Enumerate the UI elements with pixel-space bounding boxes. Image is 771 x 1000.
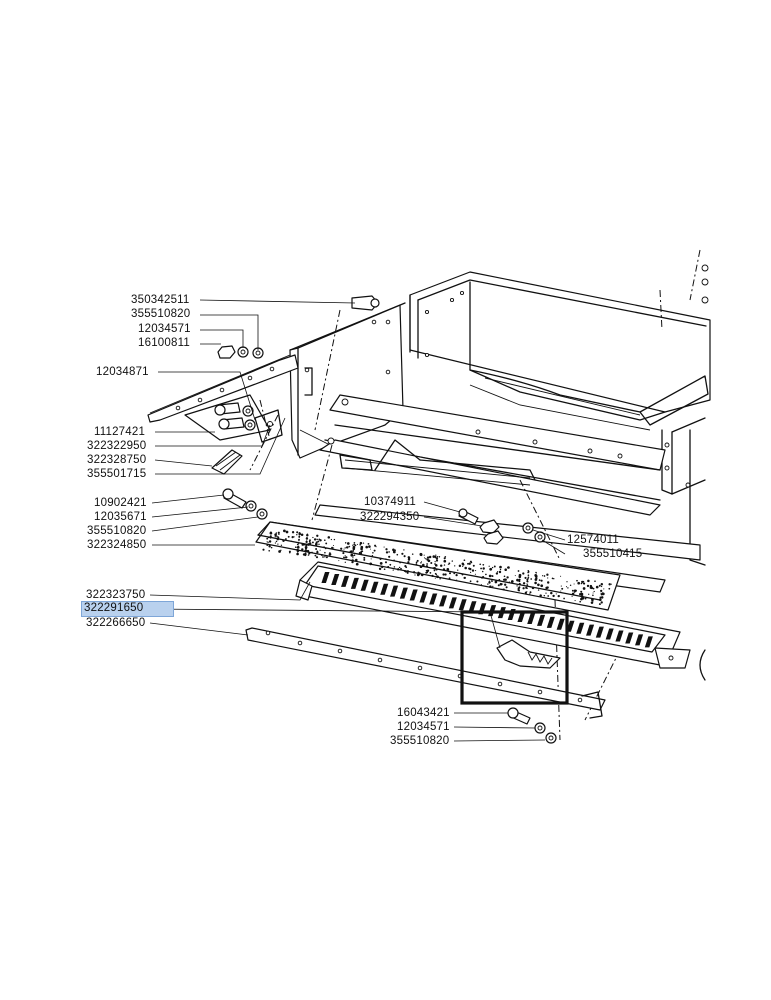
part-label-322328750[interactable]: 322328750 — [87, 454, 147, 466]
linkage-assembly — [311, 394, 701, 561]
part-label-12574011[interactable]: 12574011 — [567, 534, 619, 546]
part-label-16043421[interactable]: 16043421 — [397, 707, 450, 719]
highlight-box — [460, 610, 569, 705]
part-label-322294350[interactable]: 322294350 — [360, 511, 420, 523]
part-label-355510820[interactable]: 355510820 — [131, 308, 191, 320]
left-side-plate — [289, 302, 406, 459]
part-label-12034871[interactable]: 12034871 — [96, 366, 149, 378]
fasteners — [211, 295, 621, 744]
part-label-355510415[interactable]: 355510415 — [583, 548, 643, 560]
lower-strip — [245, 627, 606, 719]
part-label-350342511[interactable]: 350342511 — [131, 294, 190, 306]
part-label-355510820-c[interactable]: 355510820 — [390, 735, 450, 747]
part-label-355510820-b[interactable]: 355510820 — [87, 525, 147, 537]
part-label-12034571[interactable]: 12034571 — [138, 323, 191, 335]
hopper-housing — [409, 249, 711, 566]
abrasive-plate — [255, 521, 666, 611]
part-label-16100811[interactable]: 16100811 — [138, 337, 190, 349]
part-label-12034571-b[interactable]: 12034571 — [397, 721, 450, 733]
part-label-322322950[interactable]: 322322950 — [87, 440, 147, 452]
part-label-322324850[interactable]: 322324850 — [87, 539, 147, 551]
part-label-322266650[interactable]: 322266650 — [86, 617, 146, 629]
part-label-322291650[interactable]: 322291650 — [81, 601, 174, 617]
part-label-11127421[interactable]: 11127421 — [94, 426, 146, 438]
part-label-355501715[interactable]: 355501715 — [87, 468, 147, 480]
leader-lines — [149, 299, 566, 742]
part-label-12035671[interactable]: 12035671 — [94, 511, 147, 523]
part-label-322323750[interactable]: 322323750 — [86, 589, 146, 601]
part-label-10902421[interactable]: 10902421 — [94, 497, 147, 509]
part-label-10374911[interactable]: 10374911 — [364, 496, 416, 508]
